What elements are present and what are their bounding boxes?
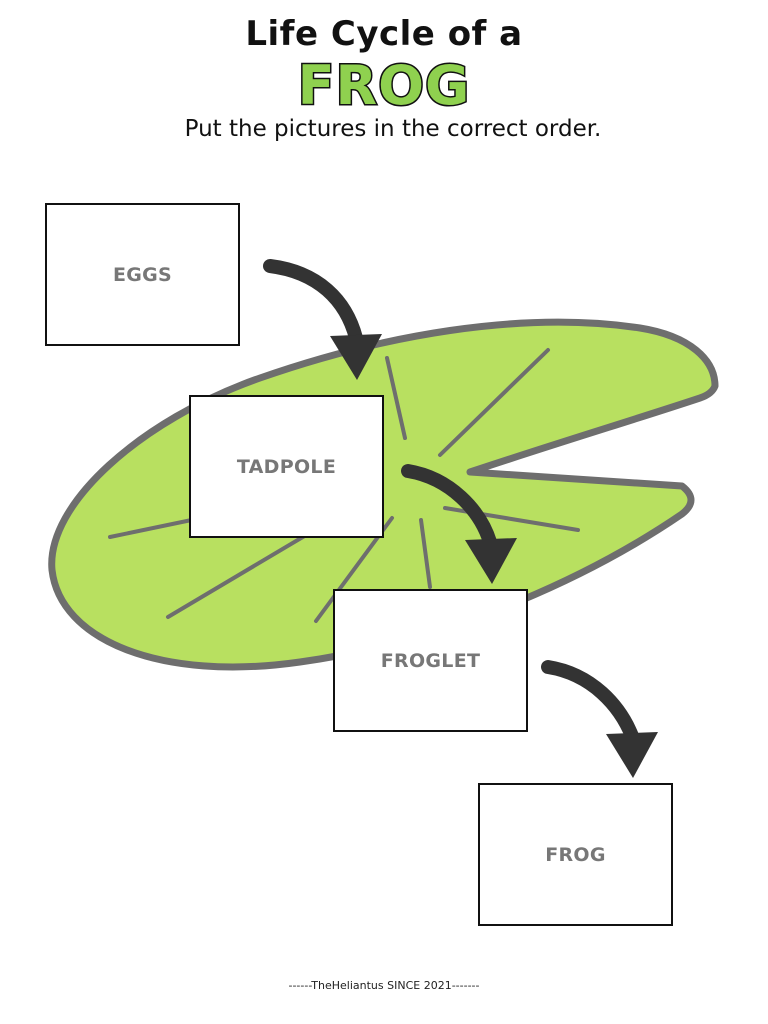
arrow-head-1 bbox=[330, 334, 382, 380]
stage-box-frog[interactable]: FROG bbox=[478, 783, 673, 926]
arrow-head-2 bbox=[465, 538, 517, 584]
footer-credit: ------TheHeliantus SINCE 2021------- bbox=[288, 979, 480, 992]
order-arrows bbox=[263, 259, 639, 743]
arrow-froglet-to-frog bbox=[541, 660, 639, 743]
arrow-tadpole-to-froglet bbox=[401, 464, 497, 549]
arrow-heads bbox=[330, 334, 658, 778]
stage-label-eggs: EGGS bbox=[112, 263, 173, 286]
page-title-highlight: FROG bbox=[296, 53, 471, 119]
stage-label-froglet: FROGLET bbox=[380, 649, 481, 672]
arrow-eggs-to-tadpole bbox=[263, 259, 363, 345]
arrow-head-3 bbox=[606, 732, 658, 778]
stage-box-froglet[interactable]: FROGLET bbox=[333, 589, 528, 732]
stage-box-tadpole[interactable]: TADPOLE bbox=[189, 395, 384, 538]
vein bbox=[438, 348, 550, 457]
vein bbox=[166, 526, 320, 619]
stage-label-tadpole: TADPOLE bbox=[236, 455, 337, 478]
stage-box-eggs[interactable]: EGGS bbox=[45, 203, 240, 346]
stage-label-frog: FROG bbox=[545, 843, 606, 866]
vein bbox=[419, 518, 432, 589]
vein bbox=[385, 356, 407, 440]
instruction-text: Put the pictures in the correct order. bbox=[184, 116, 602, 142]
page-title: Life Cycle of a bbox=[245, 14, 523, 54]
